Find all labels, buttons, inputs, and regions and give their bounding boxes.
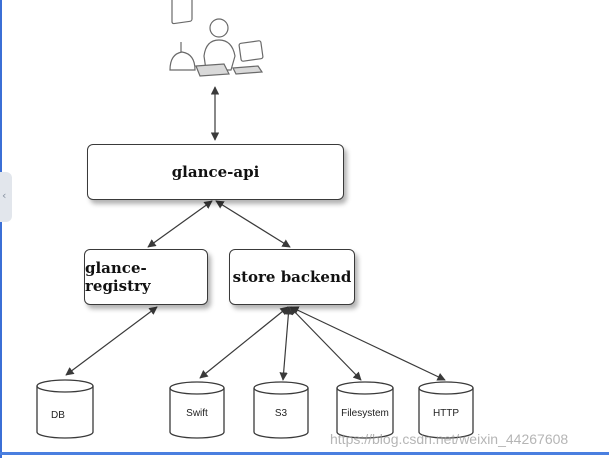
edge-api-registry bbox=[147, 200, 213, 248]
chevron-left-icon: ‹ bbox=[2, 189, 7, 202]
glance-api-node: glance-api bbox=[87, 144, 344, 200]
s3-label: S3 bbox=[274, 408, 288, 419]
collapse-handle[interactable]: ‹ bbox=[0, 172, 12, 222]
filesystem-cylinder bbox=[336, 381, 394, 439]
http-label: HTTP bbox=[432, 408, 460, 419]
http-cylinder bbox=[418, 381, 474, 439]
window-bottom-edge bbox=[0, 452, 609, 455]
store-backend-node: store backend bbox=[229, 249, 355, 305]
edge-store-s3 bbox=[279, 306, 293, 381]
user-at-computer-icon bbox=[169, 0, 264, 77]
db-label: DB bbox=[51, 410, 65, 421]
swift-label: Swift bbox=[186, 408, 208, 419]
glance-registry-node: glance-registry bbox=[84, 249, 208, 305]
db-cylinder bbox=[36, 379, 94, 439]
window-left-edge bbox=[0, 0, 2, 458]
watermark-text: https://blog.csdn.net/weixin_44267608 bbox=[330, 431, 569, 447]
edge-store-filesystem bbox=[289, 306, 362, 381]
edge-api-store bbox=[215, 200, 291, 248]
edge-store-swift bbox=[199, 306, 289, 379]
s3-cylinder bbox=[253, 381, 309, 439]
edge-store-http bbox=[290, 306, 446, 381]
edge-registry-db bbox=[65, 306, 158, 376]
swift-cylinder bbox=[169, 381, 225, 439]
filesystem-label: Filesystem bbox=[341, 408, 389, 419]
